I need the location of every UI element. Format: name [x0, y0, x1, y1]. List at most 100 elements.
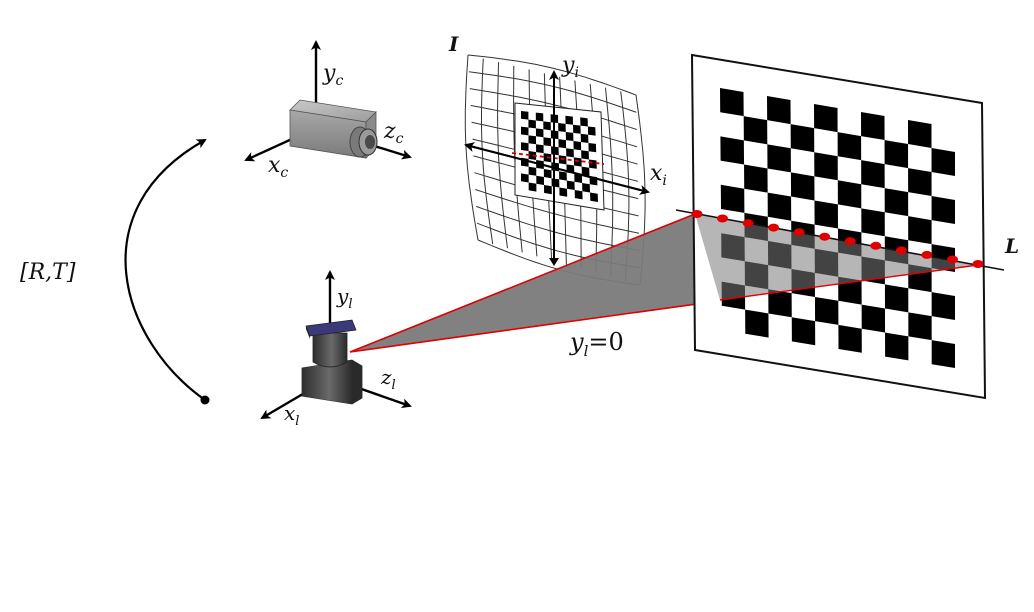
image-board-square: [574, 173, 583, 183]
board-square: [931, 196, 955, 224]
image-board-square: [573, 157, 582, 167]
board-square: [720, 184, 745, 213]
image-x-label: xi: [650, 161, 667, 189]
image-board-square: [521, 173, 529, 183]
lidar-cap: [305, 319, 357, 337]
image-scan-line: [511, 152, 605, 165]
scan-point: [793, 228, 805, 237]
scan-line-label: L: [1004, 234, 1019, 258]
image-board-square: [528, 119, 536, 129]
board-square: [861, 208, 885, 237]
image-board-square: [580, 117, 588, 127]
image-board-square: [543, 121, 551, 131]
camera-z-label: zc: [383, 119, 404, 147]
board-square: [767, 192, 792, 221]
image-board-square: [587, 126, 596, 136]
image-board-square: [521, 111, 529, 120]
image-board-square: [565, 115, 574, 125]
image-board-square: [528, 182, 537, 192]
image-board-square: [535, 112, 544, 122]
image-board-square: [558, 139, 567, 149]
image-board-square: [521, 142, 529, 152]
rt-label: [R,T]: [20, 260, 76, 285]
image-board-square: [528, 135, 537, 145]
image-board-square: [559, 171, 567, 181]
board-square: [767, 144, 791, 173]
grid-line: [468, 71, 637, 113]
board-square: [814, 104, 838, 133]
board-square: [908, 120, 932, 149]
image-board-square: [535, 128, 544, 138]
image-board-square: [590, 192, 598, 202]
image-board-square: [528, 166, 537, 176]
board-square: [768, 289, 792, 318]
scan-point: [870, 241, 882, 250]
image-board-square: [581, 150, 589, 160]
image-board-square: [566, 180, 575, 190]
scan-fan-overlay: [695, 214, 978, 300]
board-square: [791, 317, 816, 346]
calibration-board: L: [675, 53, 1019, 400]
scan-plane-label: yl=0: [569, 328, 624, 360]
board-square: [814, 200, 838, 229]
grid-line: [475, 189, 640, 234]
image-board-square: [588, 142, 597, 153]
scan-point: [691, 210, 703, 218]
scan-point: [819, 232, 831, 241]
camera-y-label: yc: [322, 61, 343, 89]
scan-point: [768, 223, 780, 232]
image-board-square: [581, 166, 590, 176]
board-square: [720, 136, 745, 165]
scan-point: [742, 219, 754, 228]
board-square: [931, 340, 955, 368]
image-board-square: [582, 183, 591, 193]
lidar: yl xl zl: [260, 270, 412, 429]
board-square: [884, 140, 909, 169]
image-board-square: [543, 169, 552, 179]
board-square: [861, 160, 885, 189]
board-square: [837, 180, 862, 209]
board-square: [908, 216, 932, 245]
board-square: [884, 188, 909, 217]
grid-line: [467, 54, 637, 96]
board-square: [884, 284, 909, 313]
board-square: [931, 292, 955, 320]
image-board-square: [551, 178, 560, 188]
board-square: [931, 148, 955, 176]
image-axes: [464, 70, 650, 266]
board-square: [861, 112, 885, 141]
image-checkerboard: [521, 111, 598, 202]
grid-line: [497, 62, 508, 249]
image-board-square: [566, 148, 574, 158]
scan-points: [691, 210, 984, 268]
image-board-square: [565, 132, 574, 142]
board-square: [743, 116, 768, 145]
board-square: [745, 309, 769, 338]
board-square: [720, 88, 744, 117]
board-square: [838, 324, 862, 353]
board-square: [908, 312, 932, 341]
lidar-y-label: yl: [336, 284, 352, 312]
image-y-label: yi: [561, 53, 579, 81]
image-board-square: [558, 123, 566, 132]
image-board-square: [536, 175, 545, 185]
image-board-square: [580, 133, 589, 143]
lidar-body: [301, 319, 363, 405]
board-square: [790, 172, 815, 201]
lidar-x-label: xl: [284, 401, 299, 429]
rt-transform-arc: [124, 139, 210, 405]
board-square: [885, 332, 909, 361]
scan-point: [921, 250, 933, 259]
image-board-square: [544, 184, 552, 195]
image-board-square: [521, 126, 529, 136]
board-square: [814, 296, 839, 325]
image-board-square: [536, 144, 544, 154]
image-board-square: [574, 189, 583, 200]
board-square: [837, 132, 862, 161]
image-board-square: [588, 159, 597, 169]
image-board-square: [573, 141, 582, 151]
board-square: [861, 304, 886, 333]
board-square: [767, 96, 791, 125]
scan-point: [844, 237, 856, 246]
image-board-square: [573, 124, 581, 134]
